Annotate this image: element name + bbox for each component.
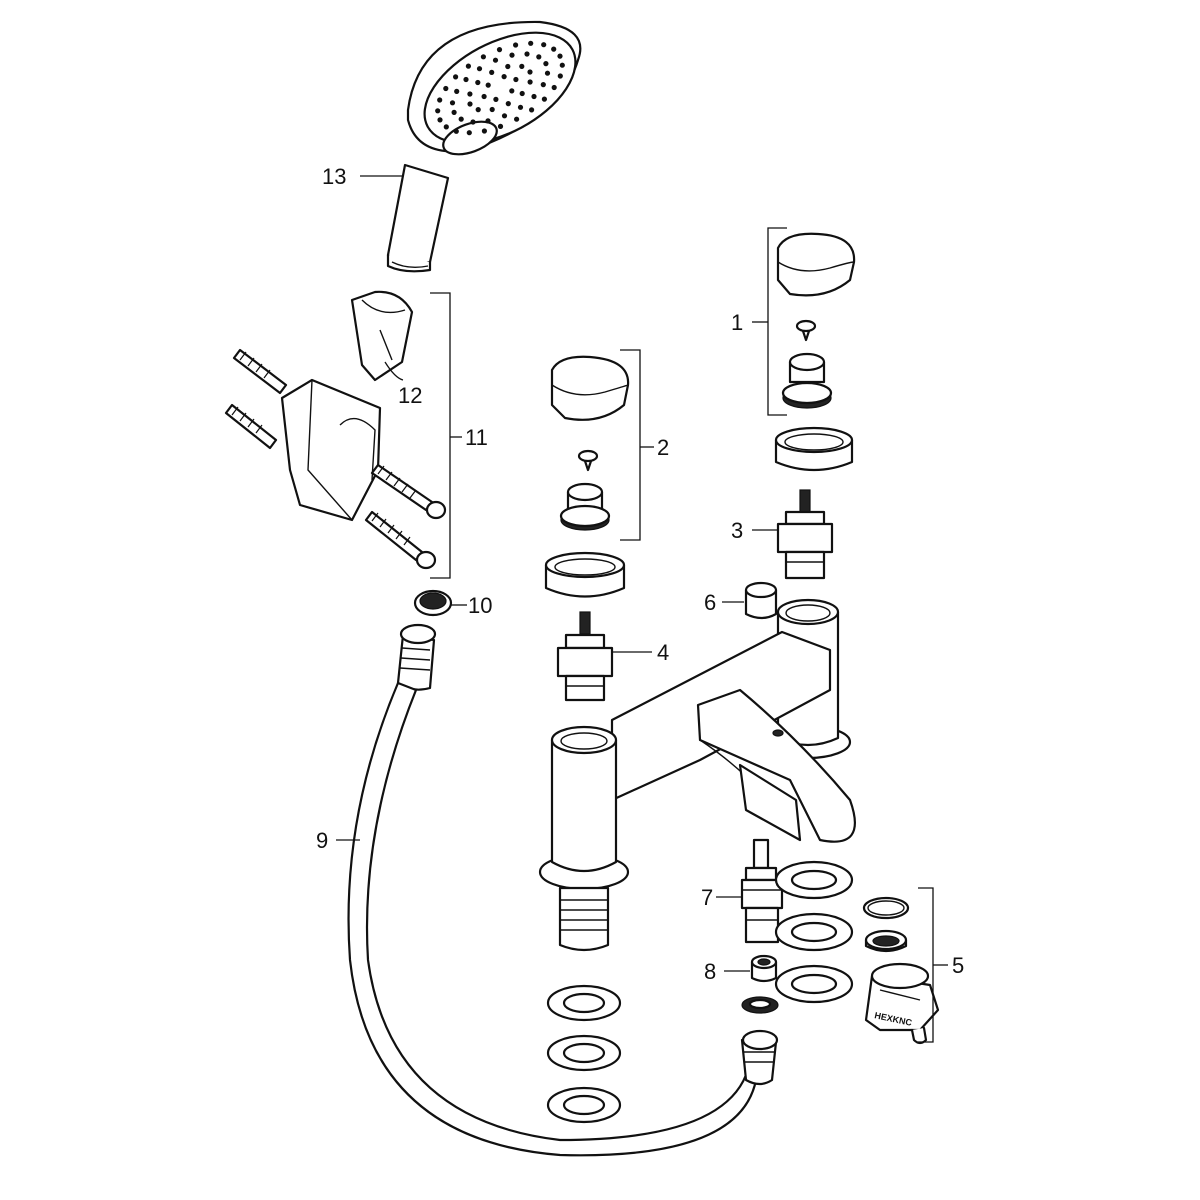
nozzle-dot — [551, 84, 557, 91]
nozzle-dot — [489, 106, 495, 113]
nozzle-dot — [454, 88, 460, 94]
nozzle-dot — [505, 101, 511, 107]
nozzle-dot — [529, 107, 535, 113]
left-washers — [546, 984, 622, 1124]
nozzle-dot — [513, 76, 519, 83]
nozzle-dot — [496, 47, 503, 53]
callout-6: 6 — [704, 590, 716, 615]
shower-hose — [347, 623, 779, 1157]
callout-13: 13 — [322, 164, 346, 189]
nozzle-dot — [453, 128, 459, 134]
nozzle-dot — [513, 42, 519, 48]
nozzle-dot — [527, 79, 533, 85]
nozzle-dot — [557, 73, 563, 79]
nozzle-dot — [443, 85, 449, 92]
callout-4: 4 — [657, 640, 669, 665]
nozzle-dot — [541, 96, 548, 102]
nozzle-dot — [443, 124, 449, 130]
nozzle-dot — [453, 74, 459, 80]
nozzle-dot — [559, 62, 565, 68]
nozzle-dot — [437, 97, 443, 103]
nozzle-dot — [437, 117, 443, 123]
nozzle-dot — [463, 76, 469, 83]
nozzle-dot — [435, 108, 441, 114]
shower-holder-bracket — [280, 378, 382, 522]
callout-11: 11 — [465, 425, 488, 450]
nozzle-dot — [476, 66, 483, 72]
nozzle-dot — [519, 90, 525, 97]
nozzle-dot — [449, 100, 456, 106]
shower-holder-clip — [350, 290, 414, 382]
nozzle-dot — [493, 96, 499, 102]
hand-shower — [386, 20, 582, 273]
service-kit: HEXKNC — [862, 896, 940, 1045]
nozzle-dot — [458, 116, 464, 122]
screws — [364, 463, 447, 570]
mixer-body — [538, 598, 856, 952]
diverter-cartridge — [740, 838, 784, 944]
callout-3: 3 — [731, 518, 743, 543]
nozzle-dot — [536, 54, 542, 60]
nozzle-dot — [481, 93, 487, 100]
callout-5: 5 — [952, 953, 964, 978]
callout-12: 12 — [398, 383, 422, 408]
nozzle-dot — [492, 57, 499, 63]
nozzle-dot — [480, 54, 486, 60]
callout-2: 2 — [657, 435, 669, 460]
diverter-knob — [744, 581, 778, 620]
nozzle-dot — [519, 63, 525, 69]
hose-seal — [413, 589, 453, 617]
nozzle-dot — [541, 42, 547, 48]
left-valve-cartridge — [556, 611, 614, 702]
nozzle-dot — [517, 104, 524, 110]
nozzle-dot — [509, 88, 515, 94]
nozzle-dot — [470, 119, 476, 125]
nozzle-dot — [485, 118, 491, 124]
nozzle-dot — [466, 130, 472, 136]
callout-1: 1 — [731, 310, 743, 335]
nozzle-dot — [475, 107, 481, 113]
nozzle-dot — [485, 82, 491, 88]
nozzle-dot — [451, 109, 457, 115]
nozzle-dot — [475, 79, 481, 86]
nozzle-dot — [467, 101, 473, 107]
nozzle-dot — [501, 113, 508, 119]
callout-8: 8 — [704, 959, 716, 984]
nozzle-dot — [509, 52, 515, 58]
left-handle-assembly — [550, 355, 630, 531]
left-spacer-ring — [544, 551, 626, 598]
callout-9: 9 — [316, 828, 328, 853]
nozzle-dot — [543, 61, 549, 67]
nozzle-dot — [467, 91, 473, 97]
nozzle-dot — [465, 63, 471, 69]
nozzle-dot — [528, 40, 534, 46]
nozzle-pattern — [435, 40, 565, 136]
callout-10: 10 — [468, 593, 492, 618]
right-spacer-ring — [774, 426, 854, 472]
nozzle-dot — [501, 74, 507, 80]
right-handle-assembly — [776, 232, 856, 409]
nozzle-dot — [527, 69, 533, 75]
nozzle-dot — [497, 123, 504, 129]
nozzle-dot — [481, 128, 487, 134]
nozzle-dot — [531, 93, 537, 100]
nozzle-dot — [540, 82, 546, 88]
right-valve-cartridge — [776, 489, 834, 580]
nozzle-dot — [557, 53, 563, 59]
nozzle-dot — [505, 63, 511, 70]
nozzle-dot — [524, 51, 530, 57]
callout-7: 7 — [701, 885, 713, 910]
nozzle-dot — [489, 69, 495, 75]
nozzle-dot — [544, 70, 551, 76]
wall-plugs — [224, 348, 288, 450]
right-washers — [774, 860, 854, 1004]
nozzle-dot — [514, 116, 520, 122]
nozzle-dot — [551, 46, 557, 52]
diverter-insert — [741, 954, 779, 1014]
